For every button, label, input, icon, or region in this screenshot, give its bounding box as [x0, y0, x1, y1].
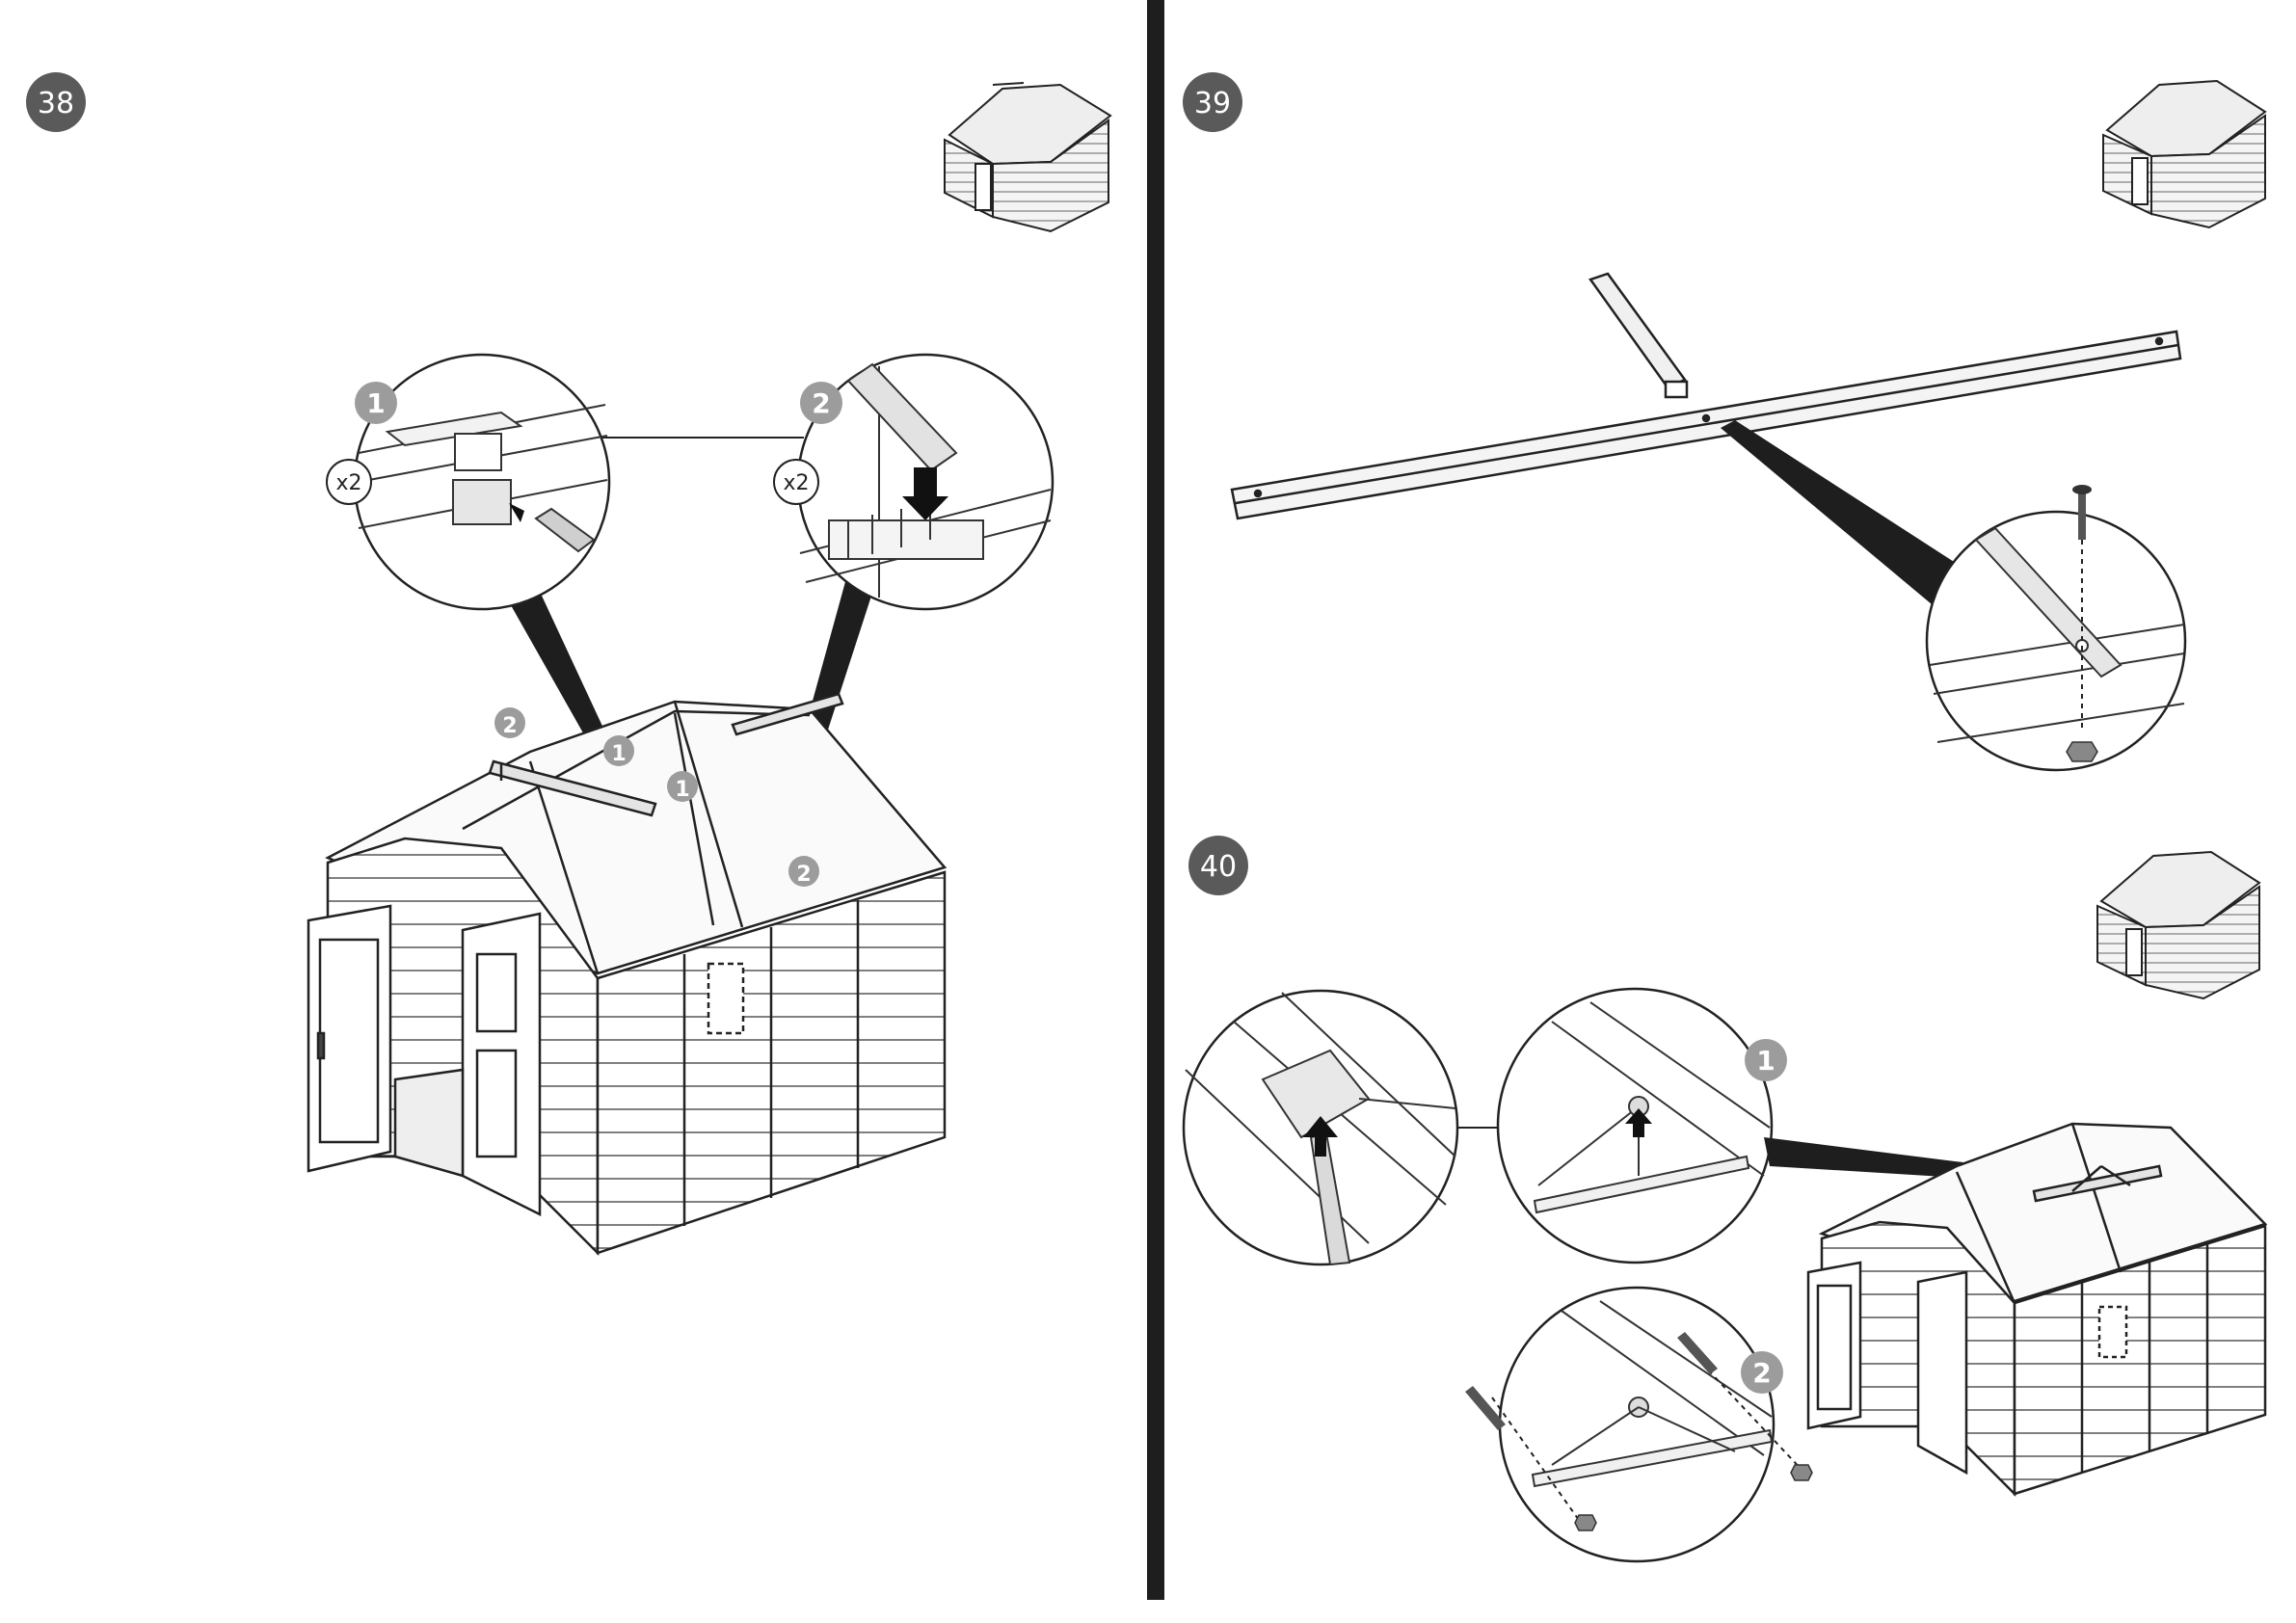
step-40-detail-2: 2 — [1465, 1288, 1812, 1561]
step-38-callout-2a: 2 — [494, 707, 525, 738]
step-38-callout-1b: 1 — [667, 771, 698, 802]
step-39-number: 39 — [1194, 87, 1231, 120]
step-40-marker-2: 2 — [1741, 1351, 1783, 1394]
nut-icon-right — [1791, 1465, 1812, 1480]
step-38-detail-1: 1 x2 — [327, 355, 609, 609]
step-38-marker-2: 2 — [800, 382, 842, 424]
svg-text:2: 2 — [502, 714, 517, 738]
step-38-panel: 38 — [26, 72, 1110, 1253]
svg-text:1: 1 — [1756, 1045, 1775, 1077]
step-38-number: 38 — [38, 87, 74, 120]
step-38-callout-2b: 2 — [788, 856, 819, 887]
svg-text:x2: x2 — [335, 471, 361, 495]
svg-text:2: 2 — [796, 863, 811, 887]
svg-text:1: 1 — [366, 387, 385, 419]
step-40-number: 40 — [1200, 850, 1237, 884]
svg-text:2: 2 — [1752, 1357, 1771, 1389]
step-38-detail-2: 2 x2 — [774, 355, 1053, 609]
step-39-lead — [1721, 420, 1964, 609]
step-40-panel: 40 — [1184, 836, 2265, 1561]
step-40-detail-1: 1 — [1498, 989, 1787, 1263]
step-39-panel: 39 — [1183, 72, 2265, 770]
nut-icon-left — [1575, 1515, 1596, 1530]
svg-text:2: 2 — [812, 387, 830, 419]
step-39-beam — [1232, 332, 2180, 519]
page-divider — [1147, 0, 1164, 1600]
step-38-marker-1: 1 — [355, 382, 397, 424]
step-38-badge: 38 — [26, 72, 86, 132]
svg-text:1: 1 — [611, 742, 626, 766]
svg-text:1: 1 — [675, 778, 689, 802]
step-38-quantity-tag-2: x2 — [774, 460, 818, 504]
step-39-detail — [1927, 485, 2185, 770]
step-39-thumbnail — [2103, 81, 2265, 227]
step-38-shed — [308, 694, 945, 1253]
step-39-brace — [1590, 274, 1687, 397]
svg-text:x2: x2 — [783, 471, 809, 495]
step-40-badge: 40 — [1188, 836, 1248, 895]
bolt-icon — [2078, 492, 2086, 540]
step-40-shed — [1808, 1124, 2265, 1494]
step-38-thumbnail — [945, 83, 1110, 231]
step-38-quantity-tag-1: x2 — [327, 460, 371, 504]
nut-icon — [2067, 742, 2097, 761]
step-40-thumbnail — [2097, 852, 2259, 998]
step-40-marker-1: 1 — [1745, 1039, 1787, 1081]
step-39-badge: 39 — [1183, 72, 1242, 132]
step-38-callout-1a: 1 — [603, 735, 634, 766]
step-40-detail-a — [1184, 991, 1457, 1264]
